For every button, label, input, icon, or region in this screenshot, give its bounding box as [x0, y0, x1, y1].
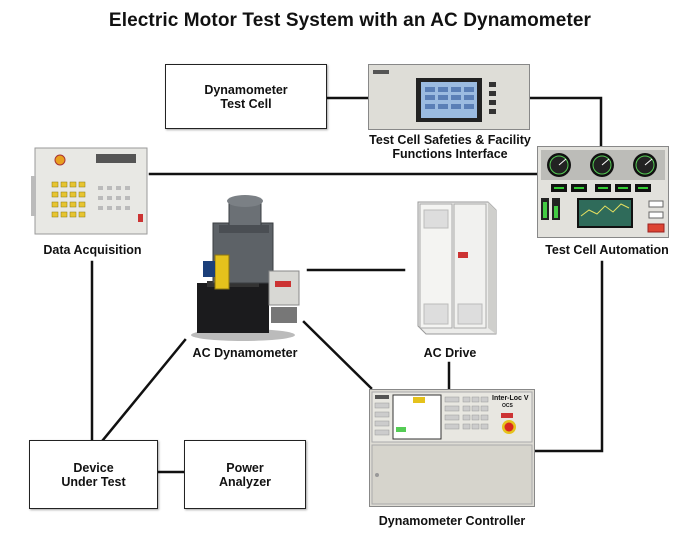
safeties-interface-label: Test Cell Safeties & Facility Functions …	[369, 133, 531, 161]
test-cell-automation-label: Test Cell Automation	[545, 243, 669, 257]
controller-model-label: OCS	[502, 403, 513, 409]
test-cell-automation-console	[537, 146, 669, 238]
data-acquisition-cabinet	[31, 147, 148, 235]
dynamometer-controller-label: Dynamometer Controller	[378, 514, 526, 528]
safeties-interface-panel	[368, 64, 530, 130]
ac-dynamometer-machine	[191, 195, 300, 341]
ac-drive-label: AC Drive	[423, 346, 477, 360]
ac-drive-cabinet	[417, 201, 497, 335]
power-analyzer-box: Power Analyzer	[184, 440, 306, 509]
diagram-title: Electric Motor Test System with an AC Dy…	[108, 10, 592, 31]
device-under-test-label: Device Under Test	[61, 460, 126, 489]
data-acquisition-label: Data Acquisition	[43, 243, 142, 257]
dynamometer-test-cell-box: Dynamometer Test Cell	[165, 64, 327, 129]
dynamometer-controller-cabinet: Inter-Loc V OCS	[369, 389, 535, 507]
dynamometer-test-cell-label: Dynamometer Test Cell	[204, 82, 288, 111]
controller-brand-label: Inter-Loc V	[492, 395, 529, 402]
device-under-test-box: Device Under Test	[29, 440, 158, 509]
power-analyzer-label: Power Analyzer	[218, 460, 272, 489]
ac-dynamometer-label: AC Dynamometer	[192, 346, 298, 360]
